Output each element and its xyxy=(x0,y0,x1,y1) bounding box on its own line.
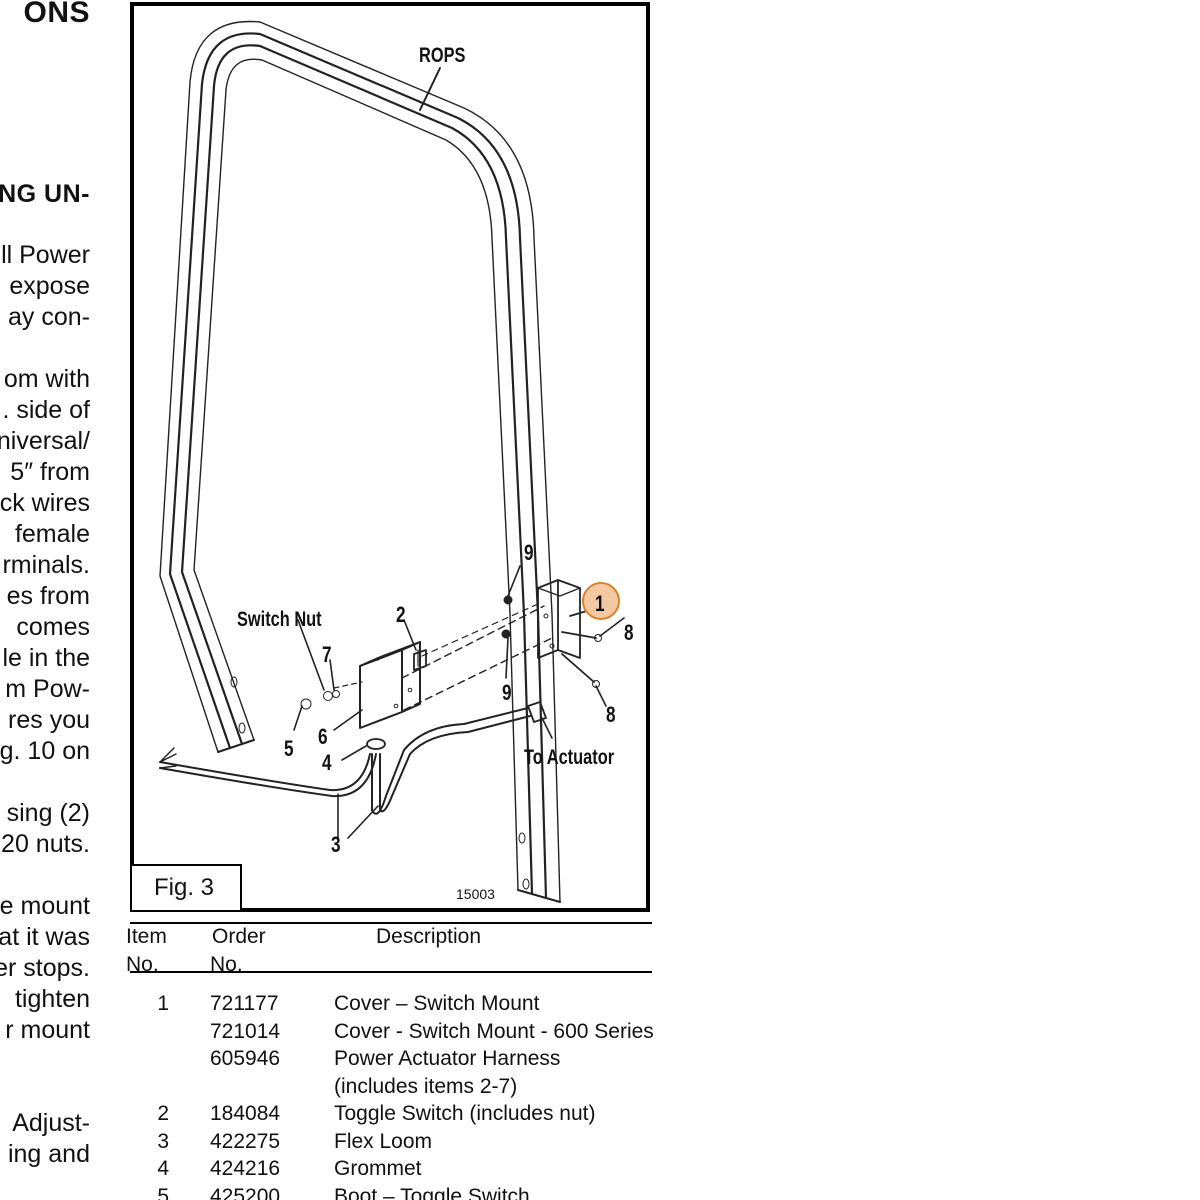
cell-order-no: 422275 xyxy=(210,1129,281,1153)
body-text-line: 20 nuts. xyxy=(1,830,90,858)
cell-order-no: 424216 xyxy=(210,1157,281,1180)
cell-item-no: 2 xyxy=(157,1102,169,1125)
cell-order-no: 721014 xyxy=(210,1019,281,1043)
figure-label: Fig. 3 xyxy=(130,864,242,912)
body-text-line: female xyxy=(14,520,90,548)
cell-description: Cover – Switch Mount xyxy=(334,992,540,1015)
table-row: 1 721177 Cover – Switch Mount xyxy=(126,992,671,1019)
header-order-no: No. xyxy=(210,953,243,976)
body-text-line: ing and xyxy=(7,1140,90,1168)
section-heading-fragment: ONS xyxy=(23,0,90,29)
body-text-line: 5″ from xyxy=(10,458,90,486)
body-text-line: m Pow- xyxy=(5,675,90,703)
body-text-line: es from xyxy=(6,582,90,610)
body-text-line: r mount xyxy=(5,1016,90,1044)
body-text-line: Adjust- xyxy=(12,1109,90,1137)
body-text-line: niversal/ xyxy=(0,427,90,455)
body-text-line: ll Power xyxy=(1,241,90,269)
table-header-rule xyxy=(130,971,652,973)
callout-switch-nut: Switch Nut xyxy=(237,608,322,631)
callout-item-9-upper: 9 xyxy=(524,540,534,565)
table-row: 605946 Power Actuator Harness xyxy=(126,1047,671,1074)
body-text-line: rminals. xyxy=(2,551,90,579)
body-text-line: g. 10 on xyxy=(0,737,90,765)
body-text-line: at it was xyxy=(0,923,90,951)
body-text-line: e mount xyxy=(0,892,90,920)
drawing-number: 15003 xyxy=(456,886,495,902)
cell-order-no: 425200 xyxy=(210,1184,281,1200)
callout-item-8-lower: 8 xyxy=(606,702,616,727)
cell-item-no: 4 xyxy=(157,1157,169,1180)
cell-item-no: 3 xyxy=(157,1129,169,1153)
body-text-line: ay con- xyxy=(8,303,90,331)
cell-item-no: 5 xyxy=(157,1184,169,1200)
callout-item-4: 4 xyxy=(322,750,332,775)
body-text-line: ck wires xyxy=(0,489,90,517)
body-text-line: . side of xyxy=(2,396,90,424)
body-text-line: om with xyxy=(3,365,90,393)
cell-description: (includes items 2-7) xyxy=(334,1074,518,1098)
highlight-marker xyxy=(582,582,620,620)
table-row: 2 184084 Toggle Switch (includes nut) xyxy=(126,1102,671,1129)
table-row: 3 422275 Flex Loom xyxy=(126,1130,671,1157)
callout-item-8-upper: 8 xyxy=(624,620,634,645)
cell-description: Power Actuator Harness xyxy=(334,1047,561,1070)
body-text-line: sing (2) xyxy=(6,799,90,827)
table-row: 5 425200 Boot – Toggle Switch xyxy=(126,1185,671,1200)
table-row: (includes items 2-7) xyxy=(126,1075,671,1102)
body-text-line: expose xyxy=(9,272,90,300)
cell-order-no: 605946 xyxy=(210,1047,281,1070)
callout-item-9-lower: 9 xyxy=(502,680,512,705)
cell-order-no: 721177 xyxy=(210,992,279,1015)
left-text-column: ONS NG UN- ll Power expose ay con-om with.… xyxy=(0,0,96,1200)
header-item-no: No. xyxy=(126,953,159,976)
callout-rops: ROPS xyxy=(419,44,466,67)
callout-item-3: 3 xyxy=(331,832,341,857)
rops-switch-mount-illustration xyxy=(159,20,625,903)
header-description: Description xyxy=(376,925,482,948)
callout-item-2: 2 xyxy=(396,602,406,627)
body-text-line: tighten xyxy=(14,985,90,1013)
cell-description: Toggle Switch (includes nut) xyxy=(334,1102,596,1125)
body-text-line: er stops. xyxy=(0,954,90,982)
callout-item-6: 6 xyxy=(318,724,328,749)
callout-item-1: 1 xyxy=(595,591,605,616)
cell-order-no: 184084 xyxy=(210,1102,281,1125)
cell-description: Grommet xyxy=(334,1157,422,1180)
subsection-heading-fragment: NG UN- xyxy=(0,180,90,208)
header-item: Item xyxy=(126,925,167,948)
cell-description: Boot – Toggle Switch xyxy=(334,1184,530,1200)
body-text-line: res you xyxy=(8,706,90,734)
body-text-line: le in the xyxy=(2,644,90,672)
body-text-line: comes xyxy=(16,613,90,641)
cell-description: Flex Loom xyxy=(334,1129,433,1153)
cell-description: Cover - Switch Mount - 600 Series xyxy=(334,1019,654,1043)
callout-item-7: 7 xyxy=(322,642,332,667)
figure-3-diagram: ROPS Switch Nut To Actuator 1 2 3 4 5 6 … xyxy=(130,2,650,912)
table-row: 4 424216 Grommet xyxy=(126,1157,671,1184)
table-top-rule xyxy=(130,922,652,924)
cell-item-no: 1 xyxy=(157,992,169,1015)
table-row: 721014 Cover - Switch Mount - 600 Series xyxy=(126,1020,671,1047)
callout-to-actuator: To Actuator xyxy=(524,746,615,769)
header-order: Order xyxy=(212,925,266,948)
callout-item-5: 5 xyxy=(284,736,294,761)
